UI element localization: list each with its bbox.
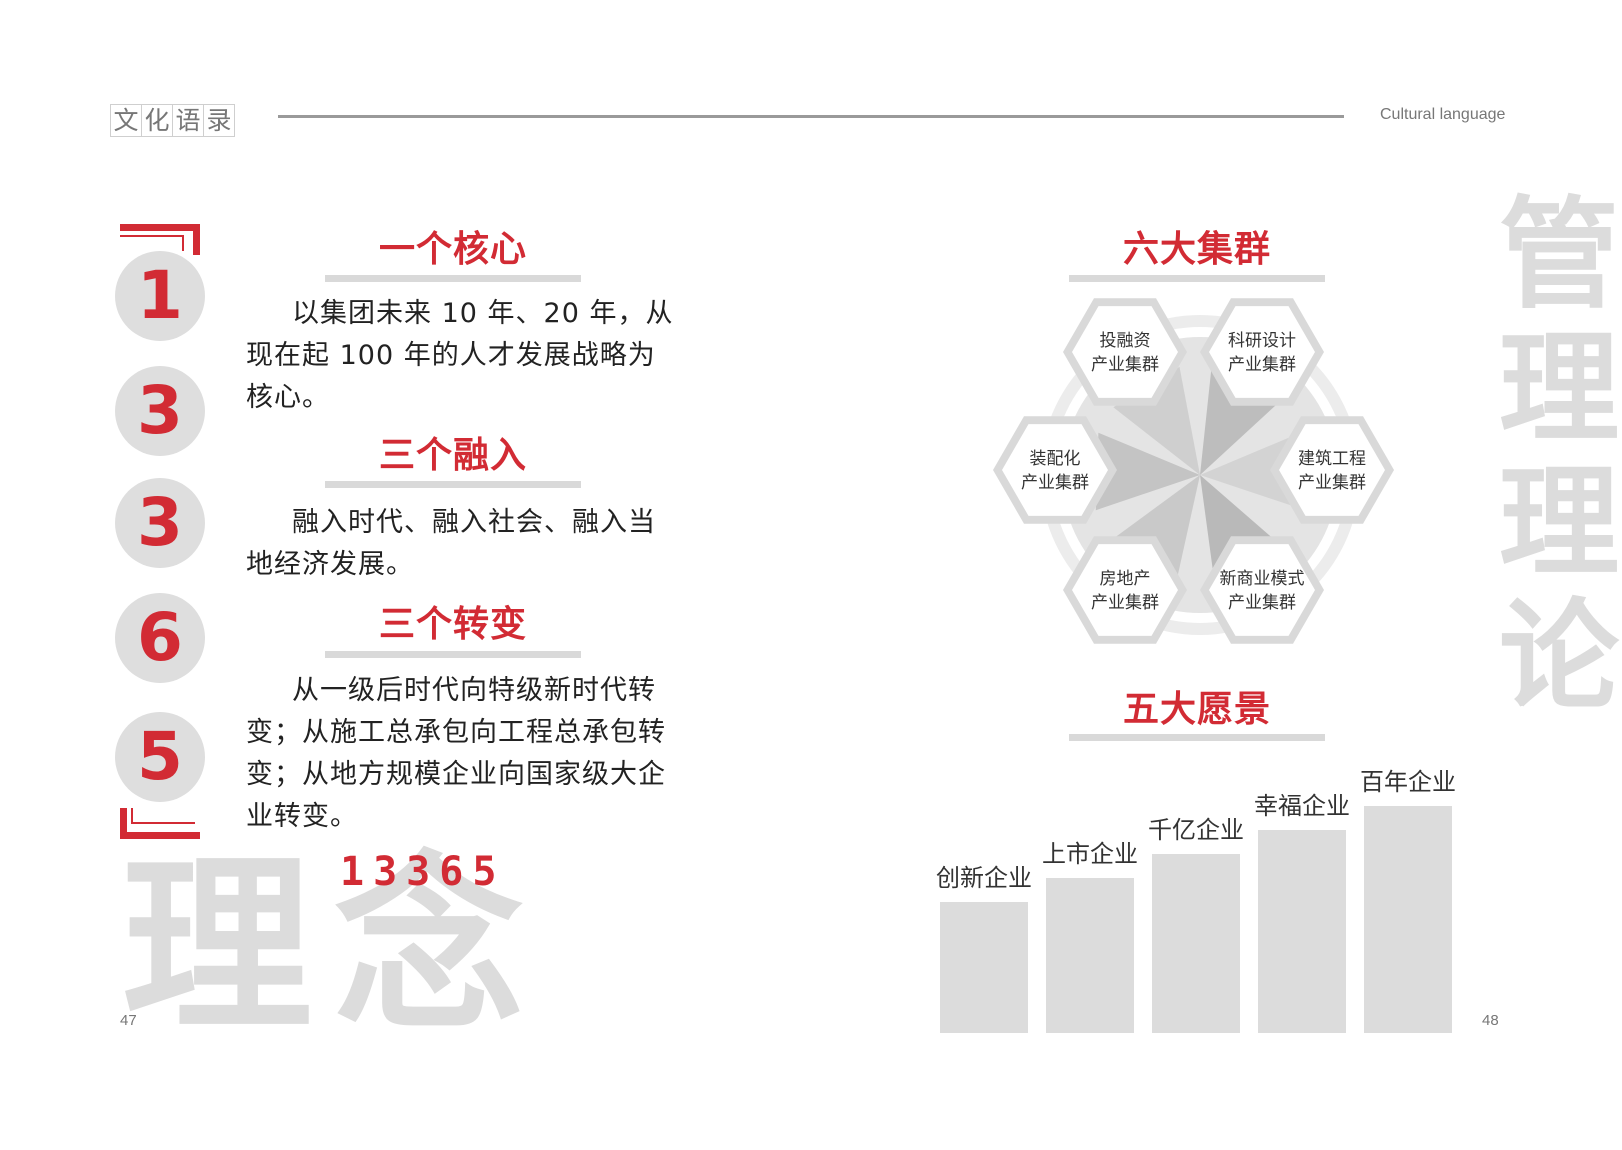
chart-bar xyxy=(1258,830,1346,1033)
heading-underline xyxy=(1069,275,1325,282)
title-char: 录 xyxy=(203,104,235,137)
chart-bar xyxy=(1046,878,1134,1033)
six-clusters-diagram: 投融资产业集群科研设计产业集群装配化产业集群建筑工程产业集群房地产产业集群新商业… xyxy=(993,298,1394,644)
header-subtitle: Cultural language xyxy=(1380,106,1506,123)
heading-underline xyxy=(325,481,581,488)
big-word-nian: 念 xyxy=(334,836,525,1057)
digit-circle: 6 xyxy=(115,593,205,683)
cluster-label: 产业集群 xyxy=(1021,473,1089,493)
heading-underline xyxy=(325,275,581,282)
section-heading: 三个融入 xyxy=(378,434,527,476)
chart-bar xyxy=(1152,854,1240,1033)
clusters-heading: 六大集群 xyxy=(1122,228,1271,270)
cluster-label: 装配化 xyxy=(1030,449,1081,469)
header-rule xyxy=(278,115,1344,118)
digit-circle: 3 xyxy=(115,478,205,568)
cluster-label: 新商业模式 xyxy=(1220,569,1305,589)
cluster-hexes: 投融资产业集群科研设计产业集群装配化产业集群建筑工程产业集群房地产产业集群新商业… xyxy=(993,298,1394,644)
cluster-hex xyxy=(1209,544,1315,636)
vision-heading: 五大愿景 xyxy=(1122,688,1271,730)
cluster-hex xyxy=(1209,306,1315,398)
chart-category-label: 千亿企业 xyxy=(1148,816,1244,844)
page-number-right: 48 xyxy=(1482,1012,1499,1029)
digit-circle: 1 xyxy=(115,251,205,341)
section-text: 以集团未来 10 年、20 年，从现在起 100 年的人才发展战略为核心。 xyxy=(246,298,674,413)
cluster-label: 产业集群 xyxy=(1091,593,1159,613)
corner-bracket-bottom xyxy=(120,808,200,839)
cluster-label: 产业集群 xyxy=(1228,593,1296,613)
section-text: 从一级后时代向特级新时代转变；从施工总承包向工程总承包转变；从地方规模企业向国家… xyxy=(246,675,666,832)
cluster-label: 房地产 xyxy=(1100,569,1151,589)
heading-underline xyxy=(325,651,581,658)
cluster-hex xyxy=(1072,544,1178,636)
cluster-label: 建筑工程 xyxy=(1298,449,1366,469)
heading-underline xyxy=(1069,734,1325,741)
chart-category-label: 百年企业 xyxy=(1360,768,1456,796)
concept-code: 13365 xyxy=(340,849,506,895)
big-word-li: 理 xyxy=(122,836,313,1057)
corner-bracket-top xyxy=(120,224,200,255)
vertical-watermark: 管理理论 xyxy=(1499,184,1619,727)
cluster-hex xyxy=(1279,424,1385,516)
cluster-hex xyxy=(1002,424,1108,516)
wedge xyxy=(1113,366,1200,475)
title-char: 文 xyxy=(110,104,142,137)
section-text: 融入时代、融入社会、融入当地经济发展。 xyxy=(246,507,656,580)
wedge xyxy=(1200,432,1305,510)
chart-bar xyxy=(940,902,1028,1033)
page-number-left: 47 xyxy=(120,1012,137,1029)
cluster-label: 投融资 xyxy=(1100,331,1151,351)
digit-circle: 3 xyxy=(115,366,205,456)
chart-category-label: 上市企业 xyxy=(1042,840,1138,868)
section-title-boxes: 文 化 语 录 xyxy=(110,104,235,137)
section-heading: 一个核心 xyxy=(378,228,527,270)
cluster-hex xyxy=(1072,306,1178,398)
cluster-label: 科研设计 xyxy=(1228,331,1296,351)
cluster-label: 产业集群 xyxy=(1298,473,1366,493)
chart-category-label: 创新企业 xyxy=(936,864,1032,892)
title-char: 化 xyxy=(141,104,173,137)
digit-circle: 5 xyxy=(115,712,205,802)
chart-bar xyxy=(1364,806,1452,1033)
section-heading: 三个转变 xyxy=(378,603,527,645)
wedge xyxy=(1111,475,1200,583)
cluster-label: 产业集群 xyxy=(1091,355,1159,375)
title-char: 语 xyxy=(172,104,204,137)
chart-category-label: 幸福企业 xyxy=(1254,792,1350,820)
wedge xyxy=(1095,432,1200,511)
cluster-label: 产业集群 xyxy=(1228,355,1296,375)
